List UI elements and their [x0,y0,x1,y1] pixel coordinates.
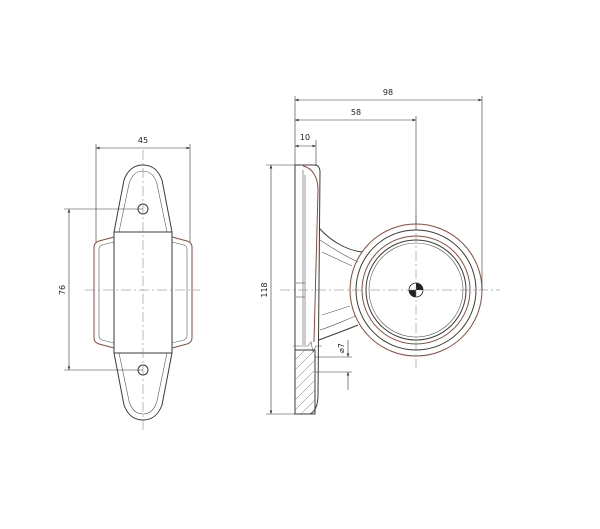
dim-7-label: ⌀7 [337,343,346,353]
side-view: 98 58 10 118 ⌀7 [260,88,500,415]
side-base-plate [294,164,321,415]
dim-10-label: 10 [300,133,310,142]
dim-45-label: 45 [138,136,148,145]
front-right-bulge [171,236,193,349]
front-view: 45 76 [58,136,200,430]
front-right-bulge-inner [171,241,188,344]
dim-118-label: 118 [260,282,269,297]
side-neck-outline [318,227,363,341]
front-flange-outline [113,164,173,421]
front-flange-inner [118,170,168,415]
front-left-bulge [93,236,115,349]
side-neck-inner [319,239,359,331]
side-break-line [293,341,322,353]
side-section [294,349,316,415]
side-section-hatch [294,349,316,415]
side-base-brown [302,165,319,343]
dim-58-label: 58 [351,108,361,117]
front-left-bulge-inner [98,241,115,344]
dim-76-label: 76 [58,285,67,295]
dim-98-label: 98 [383,88,393,97]
